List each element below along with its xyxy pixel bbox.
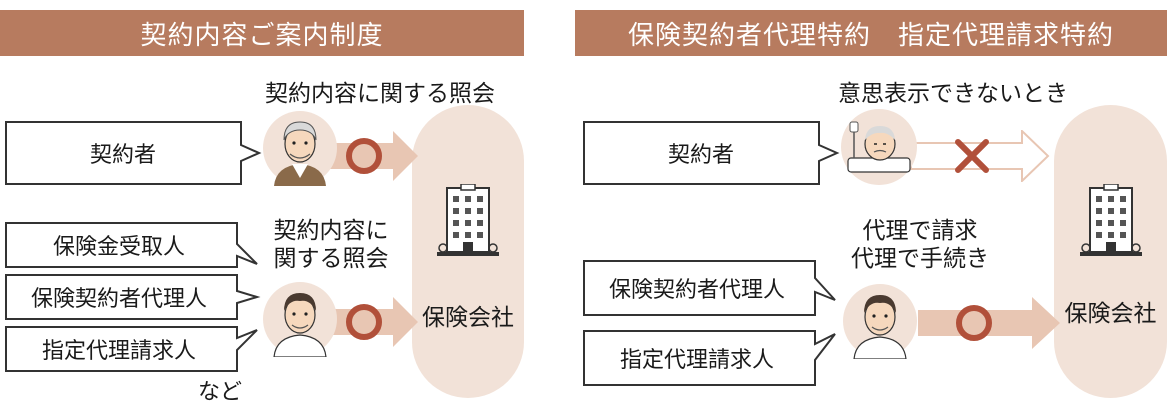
left-top-arrow [318,131,418,181]
right-panel-title: 保険契約者代理特約 指定代理請求特約 [575,10,1167,56]
adult-man-icon [263,282,337,357]
right-middle-heading: 代理で請求 代理で手続き [830,217,1010,273]
left-top-heading: 契約内容に関する照会 [265,81,495,107]
left-party-callout-2 [5,274,261,320]
left-bottom-circle-mark [346,304,382,340]
right-top-party-label: 契約者 [667,143,734,168]
left-party-callout-1 [5,222,258,268]
left-party-label-3: 指定代理請求人 [41,339,196,364]
left-middle-heading: 契約内容に 関する照会 [256,217,406,273]
right-top-arrow [910,130,1050,182]
left-bottom-arrow [318,297,418,347]
right-company-label: 保険会社 [1064,301,1157,327]
right-middle-heading-line2: 代理で手続き [851,246,989,272]
office-building-icon [1080,184,1142,256]
right-top-party-callout [583,121,840,185]
adult-man-icon [843,284,917,359]
office-building-icon [437,184,499,256]
right-middle-heading-line1: 代理で請求 [862,218,978,244]
left-top-party-callout [5,121,262,185]
left-top-circle-mark [346,138,382,174]
left-party-label-1: 保険金受取人 [52,235,185,260]
left-middle-heading-line1: 契約内容に [273,218,389,244]
right-party-callout-1 [583,260,836,316]
left-etc-label: など [197,380,242,405]
right-party-label-1: 保険契約者代理人 [608,278,785,303]
left-middle-heading-line2: 関する照会 [273,246,389,272]
left-panel-title: 契約内容ご案内制度 [0,10,524,56]
elderly-man-icon [263,111,337,186]
right-top-cross-mark [955,139,989,173]
right-bottom-circle-mark [956,305,992,341]
left-party-label-2: 保険契約者代理人 [30,287,207,312]
right-top-heading: 意思表示できないとき [838,81,1068,107]
left-top-party-label: 契約者 [89,143,156,168]
left-company-label: 保険会社 [422,305,514,331]
right-party-callout-2 [583,330,836,386]
left-party-callout-3 [5,326,258,372]
bedridden-patient-icon [841,109,917,185]
right-party-label-2: 指定代理請求人 [619,348,774,373]
